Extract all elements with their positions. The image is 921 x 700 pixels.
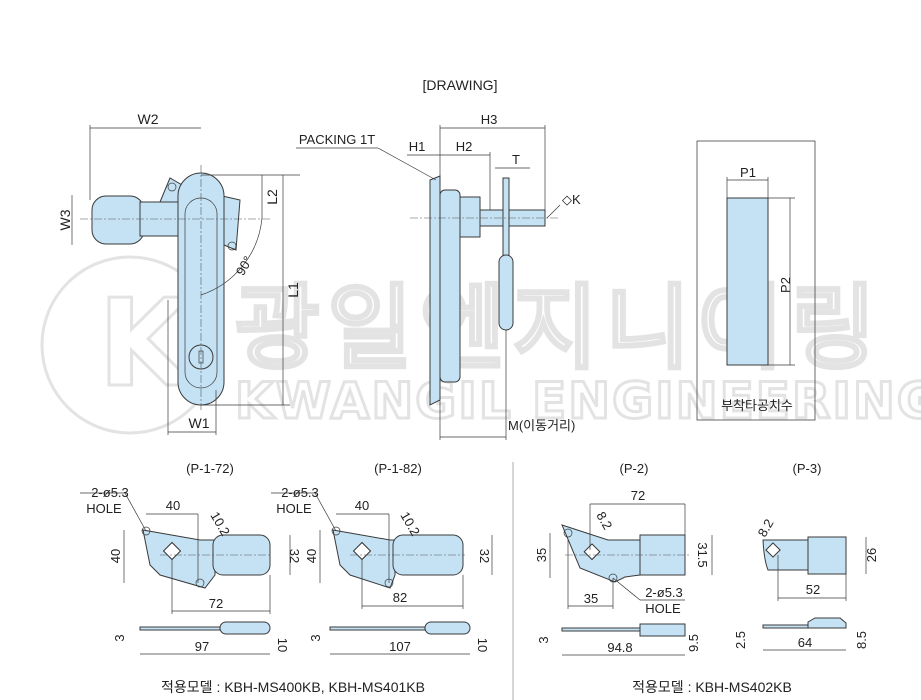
dim-h1: H1 — [409, 139, 426, 154]
label-packing: PACKING 1T — [299, 132, 375, 147]
dim: 82 — [393, 590, 407, 605]
cam-p1-72: (P-1-72) 2-ø5.3 HOLE 40 10.2 40 32 72 3 … — [80, 461, 302, 655]
hole-label: HOLE — [276, 501, 312, 516]
dim: 8.2 — [755, 516, 777, 539]
front-view: W2 W3 L2 L1 90° W1 — [57, 111, 301, 435]
dim: 10.2 — [397, 509, 423, 538]
dim: 10 — [475, 638, 490, 652]
cutout-label: 부착타공치수 — [721, 398, 793, 413]
dim: 40 — [166, 498, 180, 513]
cam-title: (P-3) — [793, 461, 822, 476]
dim: 94.8 — [607, 640, 632, 655]
dim: 31.5 — [695, 542, 710, 567]
dim-h2: H2 — [456, 139, 473, 154]
cam-p3: (P-3) 8.2 26 52 2.5 64 8.5 — [733, 461, 879, 651]
dim: 3 — [536, 636, 551, 643]
hole-label: 2-ø5.3 — [281, 485, 319, 500]
watermark-english: KWANGIL ENGINEERING — [235, 372, 921, 430]
handle-grip — [91, 195, 145, 245]
hole-label: HOLE — [645, 601, 681, 616]
dim: 97 — [195, 639, 209, 654]
cam-title: (P-1-72) — [186, 461, 234, 476]
dim: 26 — [864, 548, 879, 562]
dim: 40 — [304, 549, 319, 563]
dim: 10 — [275, 638, 290, 652]
dim-t: T — [512, 152, 520, 167]
dim-k: ◇K — [562, 192, 581, 207]
hole-label: HOLE — [86, 501, 122, 516]
dim-w3: W3 — [57, 209, 73, 230]
cam-title: (P-2) — [620, 461, 649, 476]
dim: 40 — [355, 498, 369, 513]
dim: 72 — [209, 596, 223, 611]
dim: 10.2 — [207, 509, 233, 538]
hole-label: 2-ø5.3 — [645, 585, 683, 600]
dim-l1: L1 — [285, 282, 301, 298]
side-view: PACKING 1T H1 H2 H3 T ◇K M(이동거리) — [296, 112, 581, 440]
dim: 8.2 — [593, 509, 615, 532]
dim: 32 — [477, 549, 492, 563]
page-title: [DRAWING] — [423, 77, 498, 93]
dim: 64 — [798, 635, 812, 650]
cam-p1-82: (P-1-82) 2-ø5.3 HOLE 40 10.2 40 32 82 3 … — [271, 461, 493, 655]
dim-l2: L2 — [264, 189, 280, 205]
dim-h3: H3 — [481, 112, 498, 127]
watermark: K 광일엔지니어링 KWANGIL ENGINEERING — [40, 255, 921, 435]
cutout-hole — [726, 197, 769, 366]
applicable-models-left: 적용모델 : KBH-MS400KB, KBH-MS401KB — [161, 679, 425, 695]
dim: 2.5 — [733, 631, 748, 649]
dim-w1: W1 — [189, 415, 210, 431]
dim: 3 — [308, 634, 323, 641]
dim-m: M(이동거리) — [508, 418, 575, 433]
dim: 9.5 — [686, 634, 701, 652]
dim-w2: W2 — [138, 111, 159, 127]
dim: 107 — [389, 639, 411, 654]
dim: 8.5 — [854, 631, 869, 649]
dim: 3 — [112, 634, 127, 641]
dim: 72 — [631, 488, 645, 503]
dim-p2: P2 — [778, 277, 793, 293]
dim: 40 — [108, 549, 123, 563]
cam-title: (P-1-82) — [374, 461, 422, 476]
dim-p1: P1 — [740, 165, 756, 180]
dim: 32 — [287, 549, 302, 563]
dim: 35 — [584, 591, 598, 606]
cam-lever — [498, 254, 514, 331]
dim: 35 — [534, 548, 549, 562]
applicable-models-right: 적용모델 : KBH-MS402KB — [632, 679, 792, 695]
dim: 52 — [806, 582, 820, 597]
hole-label: 2-ø5.3 — [91, 485, 129, 500]
cam-p2: (P-2) 72 8.2 35 31.5 35 2-ø5.3 HOLE 3 94… — [534, 461, 713, 656]
cutout-view: P1 P2 부착타공치수 — [696, 140, 816, 421]
